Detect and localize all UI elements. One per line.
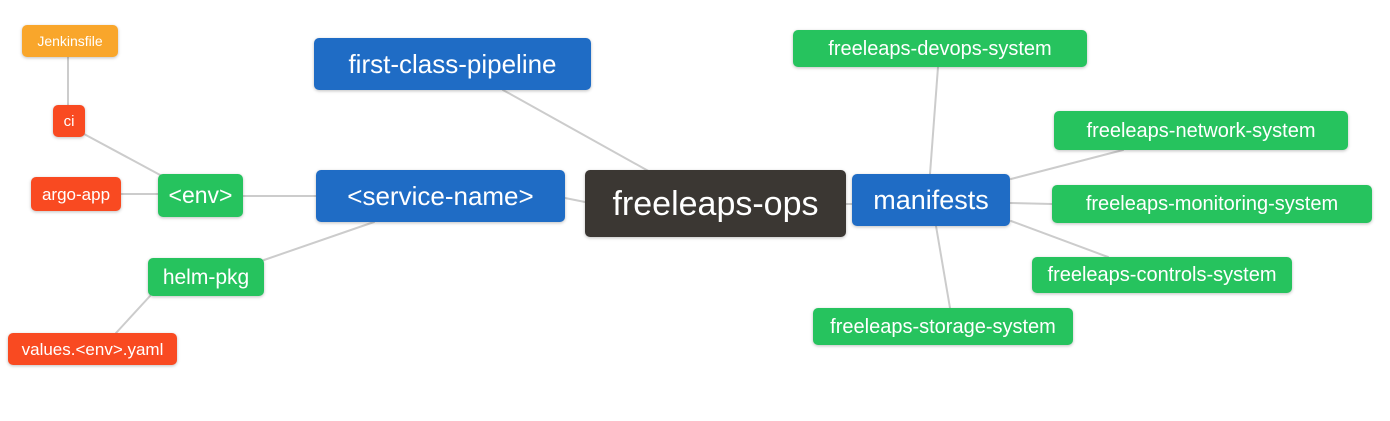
node-first-class-pipeline[interactable]: first-class-pipeline	[314, 38, 591, 90]
connector-manifests-to-freeleaps-monitoring-system	[1009, 202, 1053, 205]
node-helm-pkg[interactable]: helm-pkg	[148, 258, 264, 296]
connector-first-class-pipeline-to-freeleaps-ops	[502, 89, 653, 174]
node-freeleaps-devops-system[interactable]: freeleaps-devops-system	[793, 30, 1087, 67]
node-freeleaps-storage-system[interactable]: freeleaps-storage-system	[813, 308, 1073, 345]
node-ci[interactable]: ci	[53, 105, 85, 137]
connector-ci-to-env	[83, 133, 163, 177]
connector-manifests-to-freeleaps-network-system	[1010, 149, 1124, 180]
node-freeleaps-network-system[interactable]: freeleaps-network-system	[1054, 111, 1348, 150]
node-argo-app[interactable]: argo-app	[31, 177, 121, 211]
connector-manifests-to-freeleaps-devops-system	[929, 66, 939, 175]
connector-manifests-to-freeleaps-controls-system	[1010, 220, 1109, 258]
node-freeleaps-monitoring-system[interactable]: freeleaps-monitoring-system	[1052, 185, 1372, 223]
node-freeleaps-ops[interactable]: freeleaps-ops	[585, 170, 846, 237]
connector-service-name-to-freeleaps-ops	[564, 197, 586, 203]
node-manifests[interactable]: manifests	[852, 174, 1010, 226]
connector-manifests-to-freeleaps-storage-system	[935, 225, 951, 309]
node-freeleaps-controls-system[interactable]: freeleaps-controls-system	[1032, 257, 1292, 293]
node-env[interactable]: <env>	[158, 174, 243, 217]
connector-helm-pkg-to-service-name	[263, 221, 375, 261]
node-values-env-yaml[interactable]: values.<env>.yaml	[8, 333, 177, 365]
node-service-name[interactable]: <service-name>	[316, 170, 565, 222]
node-jenkinsfile[interactable]: Jenkinsfile	[22, 25, 118, 57]
connector-helm-pkg-to-values-env-yaml	[115, 295, 151, 334]
